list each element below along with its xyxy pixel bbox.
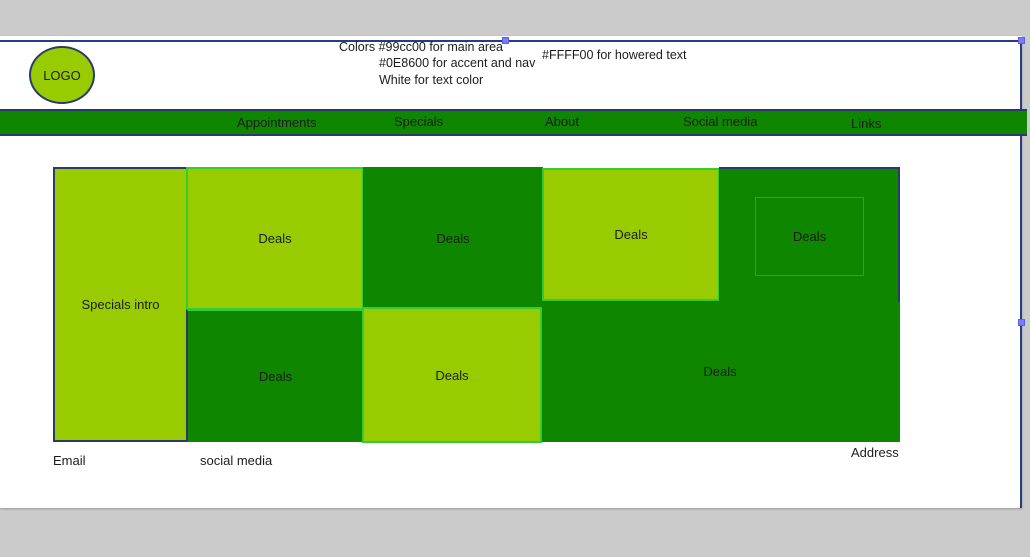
deal-block-6[interactable]: Deals <box>362 307 542 443</box>
footer-email[interactable]: Email <box>53 453 86 468</box>
deal-label: Deals <box>703 363 737 379</box>
selection-outline-right <box>1020 40 1022 508</box>
nav-item-specials[interactable]: Specials <box>394 114 444 129</box>
resize-handle-top[interactable] <box>502 37 509 44</box>
color-note-accent: #0E8600 for accent and nav <box>379 56 536 70</box>
nav-bar <box>0 109 1027 136</box>
nav-item-links[interactable]: Links <box>851 116 882 131</box>
deal-block-5[interactable]: Deals <box>186 309 363 442</box>
deal-label: Deals <box>792 229 827 244</box>
deal-label: Deals <box>436 230 470 246</box>
deal-block-4[interactable]: Deals <box>755 197 864 276</box>
nav-item-about[interactable]: About <box>545 114 579 129</box>
color-note-hover: #FFFF00 for howered text <box>542 48 687 62</box>
deal-label: Deals <box>258 231 292 246</box>
specials-intro-block[interactable]: Specials intro <box>53 167 188 442</box>
deal-block-7[interactable]: Deals <box>540 300 900 442</box>
specials-intro-label: Specials intro <box>81 297 160 312</box>
resize-handle-right[interactable] <box>1018 319 1025 326</box>
deal-block-2[interactable]: Deals <box>363 167 543 309</box>
deal-block-1[interactable]: Deals <box>186 167 364 310</box>
nav-item-social-media[interactable]: Social media <box>683 114 758 129</box>
deal-label: Deals <box>614 227 648 242</box>
selection-outline-top <box>0 40 1022 42</box>
footer-social-media[interactable]: social media <box>200 453 273 468</box>
logo-label: LOGO <box>43 67 81 83</box>
deal-label: Deals <box>435 367 469 383</box>
footer-address: Address <box>851 445 899 460</box>
nav-item-appointments[interactable]: Appointments <box>237 115 317 130</box>
color-note-text: White for text color <box>379 73 484 87</box>
resize-handle-top-right[interactable] <box>1018 37 1025 44</box>
deal-block-3[interactable]: Deals <box>542 168 720 301</box>
deal-label: Deals <box>258 369 293 384</box>
color-note-main: Colors #99cc00 for main area <box>339 40 503 54</box>
logo[interactable]: LOGO <box>29 46 95 104</box>
